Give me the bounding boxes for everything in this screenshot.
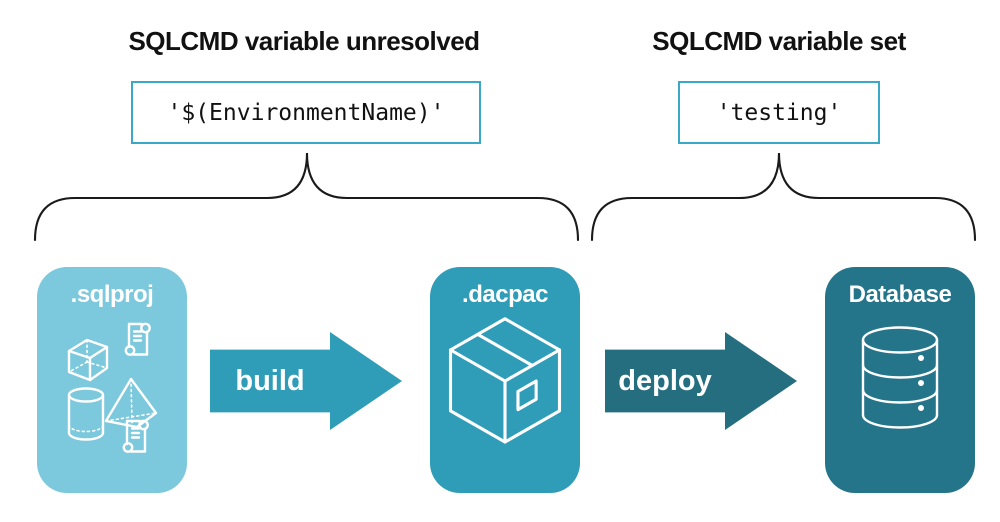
cube-icon: [67, 338, 109, 382]
script-icon: [124, 322, 151, 356]
heading-sqlcmd-set: SQLCMD variable set: [652, 26, 906, 56]
code-value-set: 'testing': [716, 99, 842, 126]
node-dacpac-label: .dacpac: [462, 281, 548, 308]
package-icon: [448, 317, 562, 444]
deploy-arrow-label: deploy: [618, 364, 712, 397]
node-dacpac: .dacpac: [430, 267, 580, 493]
code-box-unresolved: '$(EnvironmentName)': [131, 81, 481, 144]
heading-sqlcmd-unresolved: SQLCMD variable unresolved: [128, 26, 480, 56]
cylinder-icon: [67, 387, 105, 441]
build-arrow-label: build: [235, 364, 305, 397]
node-database-label: Database: [848, 281, 952, 308]
node-sqlproj-label: .sqlproj: [70, 281, 154, 308]
deploy-arrow: deploy: [605, 332, 797, 430]
build-arrow: build: [210, 332, 402, 430]
code-box-set: 'testing': [678, 81, 880, 144]
node-sqlproj: .sqlproj: [37, 267, 187, 493]
left-brace: [33, 152, 580, 242]
node-database: Database: [825, 267, 975, 493]
database-icon: [861, 326, 939, 429]
right-brace: [590, 152, 977, 242]
curly-braces: [33, 152, 977, 242]
sql-objects-icon: [67, 322, 158, 453]
code-value-unresolved: '$(EnvironmentName)': [167, 99, 445, 126]
pyramid-icon: [104, 377, 158, 429]
script-icon: [122, 419, 149, 453]
